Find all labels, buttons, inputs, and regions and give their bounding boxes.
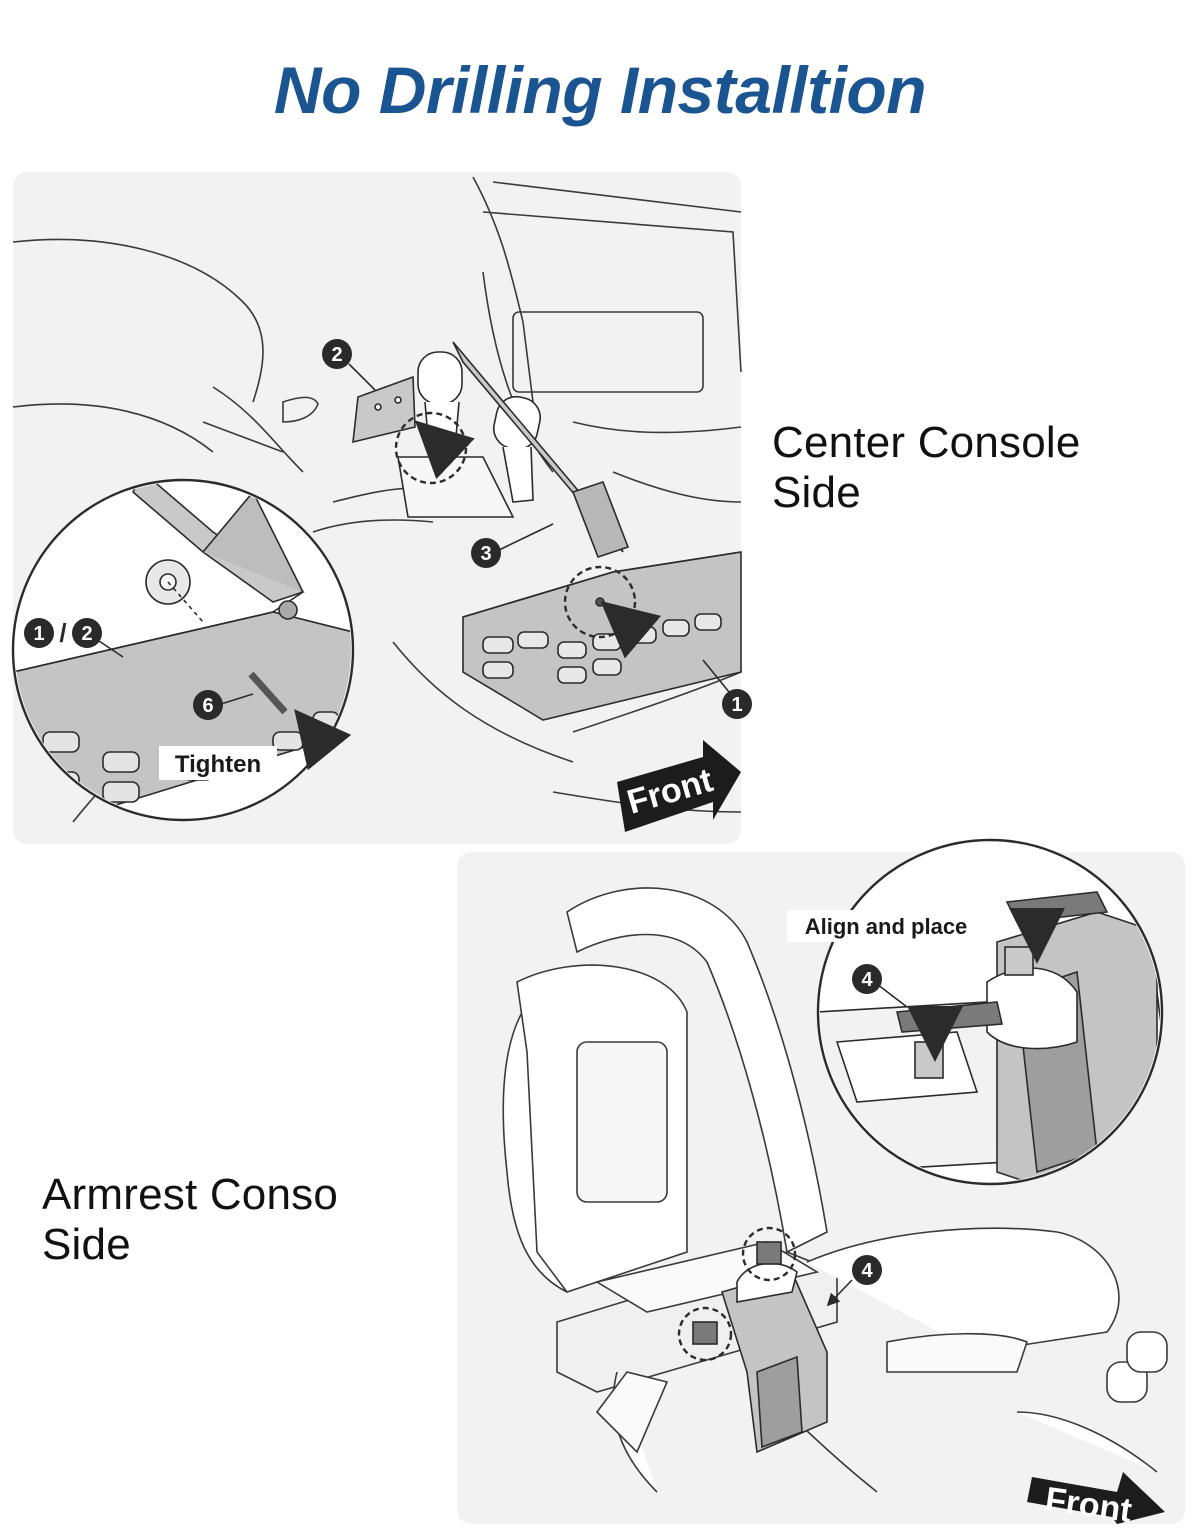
armrest-console-side-label: Armrest Conso Side bbox=[42, 1170, 338, 1270]
callout-step-1: 1 bbox=[722, 689, 752, 719]
svg-text:6: 6 bbox=[202, 695, 213, 717]
armrest-organizer-main bbox=[677, 1226, 853, 1454]
armrest-console-label-line1: Armrest Conso bbox=[42, 1170, 339, 1219]
bracket-part-3 bbox=[452, 341, 630, 559]
callout-step-4-detail: 4 bbox=[852, 964, 882, 994]
center-console-diagram: 2 3 1 Front bbox=[11, 172, 752, 844]
svg-text:3: 3 bbox=[480, 543, 491, 565]
center-console-illustration: 2 3 1 Front bbox=[11, 176, 752, 832]
direction-arrows bbox=[394, 411, 662, 659]
svg-text:4: 4 bbox=[861, 969, 873, 991]
bracket-part-2 bbox=[352, 375, 416, 444]
callout-leaders bbox=[348, 363, 730, 693]
svg-text:/: / bbox=[59, 618, 66, 648]
center-console-side-label: Center Console Side bbox=[772, 418, 1081, 518]
center-console-label-line1: Center Console bbox=[772, 418, 1081, 467]
svg-text:1: 1 bbox=[731, 694, 742, 716]
gear-shifters bbox=[397, 351, 542, 518]
callout-step-2: 2 bbox=[322, 339, 352, 369]
svg-text:1: 1 bbox=[33, 623, 44, 645]
tighten-label: Tighten bbox=[159, 746, 277, 780]
callout-step-6: 6 bbox=[193, 690, 223, 720]
svg-text:2: 2 bbox=[331, 344, 342, 366]
armrest-console-diagram: 4 Align and place bbox=[457, 838, 1185, 1530]
center-console-label-line2: Side bbox=[772, 468, 861, 517]
align-and-place-label: Align and place bbox=[787, 910, 985, 942]
front-direction-badge: Front bbox=[617, 740, 741, 832]
page-title: No Drilling Installtion bbox=[273, 53, 927, 127]
detail-zoom-circle bbox=[11, 478, 355, 822]
armrest-console-illustration: 4 Align and place bbox=[502, 838, 1168, 1530]
armrest-detail-zoom-circle bbox=[816, 838, 1164, 1186]
armrest-console-label-line2: Side bbox=[42, 1220, 131, 1269]
svg-text:2: 2 bbox=[81, 623, 92, 645]
armrest-line-art bbox=[502, 887, 1168, 1493]
callout-step-1-2: 1 / 2 bbox=[24, 618, 102, 648]
svg-text:Align and place: Align and place bbox=[805, 914, 968, 939]
storage-box-part-1 bbox=[462, 551, 742, 721]
front-direction-badge-armrest: Front bbox=[1027, 1472, 1165, 1530]
callout-step-4-main: 4 bbox=[852, 1255, 882, 1285]
callout-step-3: 3 bbox=[471, 538, 501, 568]
svg-text:4: 4 bbox=[861, 1260, 873, 1282]
svg-text:Tighten: Tighten bbox=[175, 751, 261, 778]
